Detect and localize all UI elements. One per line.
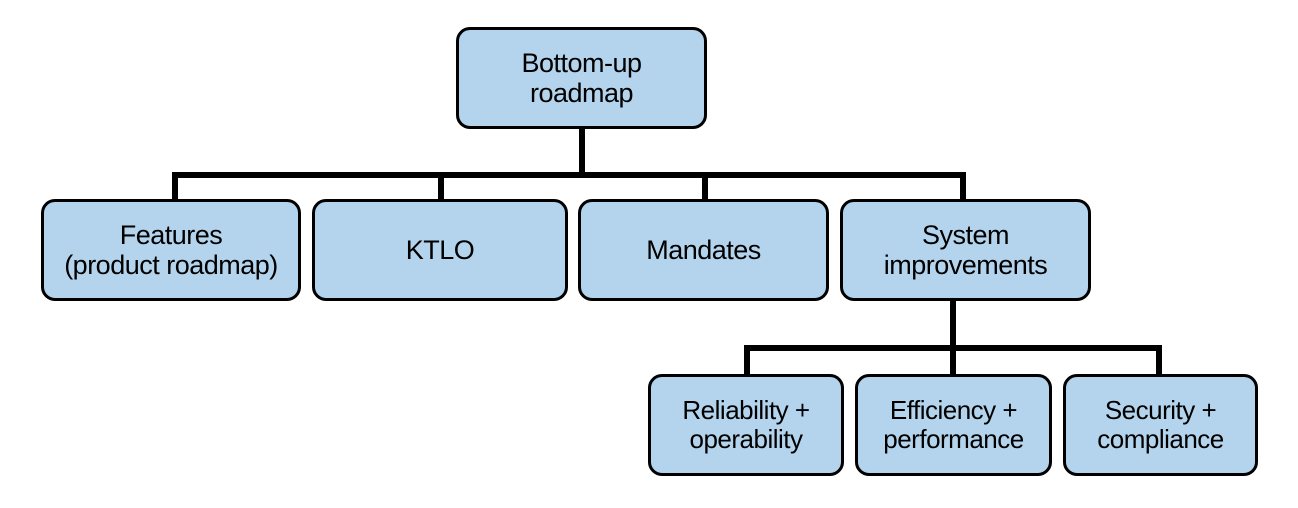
node-reliability-operability: Reliability + operability	[648, 374, 844, 476]
node-label: KTLO	[405, 235, 475, 265]
node-label: System improvements	[883, 220, 1048, 280]
node-bottom-up-roadmap: Bottom-up roadmap	[456, 27, 707, 129]
node-label: Bottom-up roadmap	[521, 48, 642, 108]
node-label: Efficiency + performance	[883, 395, 1024, 454]
node-security-compliance: Security + compliance	[1063, 374, 1258, 476]
node-label: Reliability + operability	[682, 395, 810, 454]
node-features: Features (product roadmap)	[41, 199, 301, 301]
node-label: Security + compliance	[1097, 395, 1224, 454]
node-label: Mandates	[646, 235, 761, 265]
node-efficiency-performance: Efficiency + performance	[855, 374, 1052, 476]
node-mandates: Mandates	[578, 199, 829, 301]
node-label: Features (product roadmap)	[64, 220, 278, 280]
node-ktlo: KTLO	[312, 199, 568, 301]
node-system-improvements: System improvements	[840, 199, 1091, 301]
